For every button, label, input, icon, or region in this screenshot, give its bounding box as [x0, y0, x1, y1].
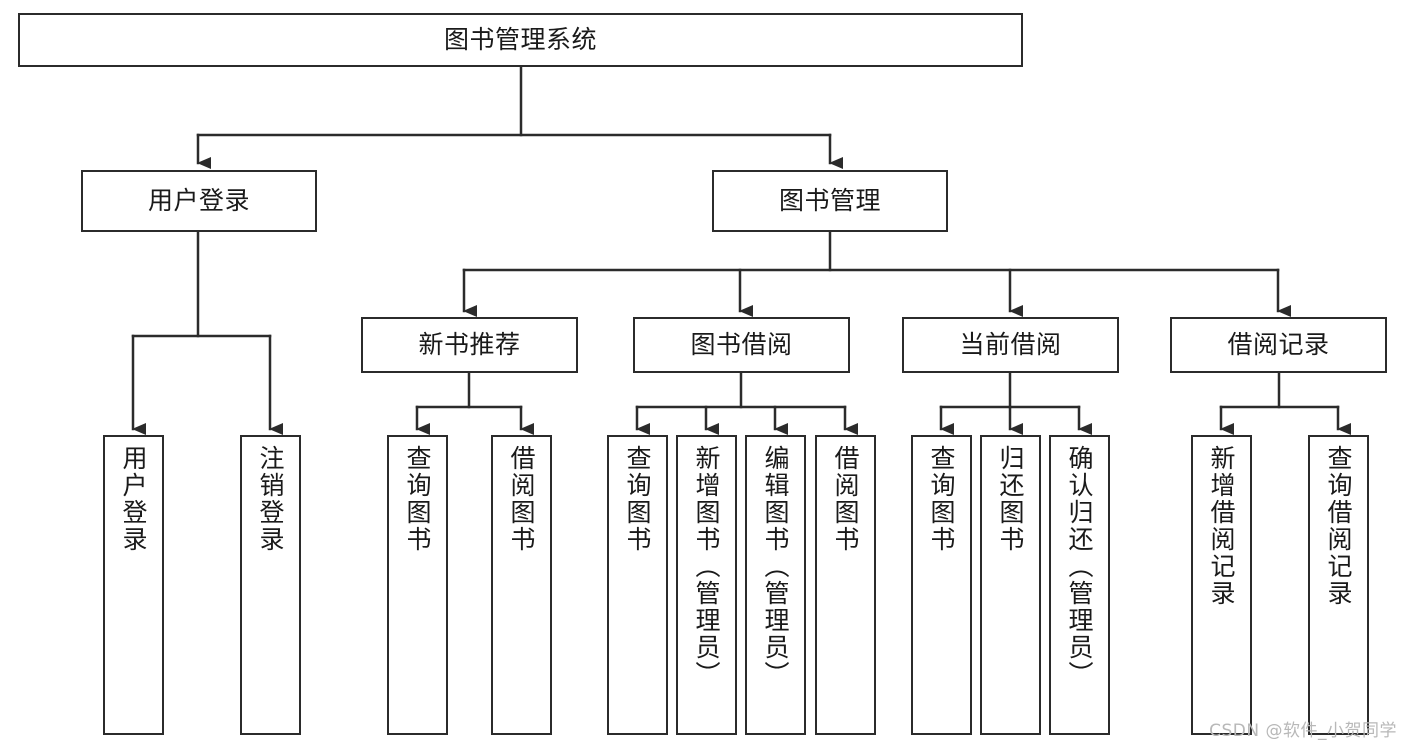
node-root-label: 图书管理系统 [443, 25, 597, 55]
leaf-current-query-book-label: 查询图书 [927, 445, 956, 553]
leaf-borrow-query-book[interactable]: 查询图书 [607, 435, 668, 735]
leaf-current-confirm-return-admin-label: 确认归还（管理员） [1065, 445, 1094, 688]
node-book-borrow[interactable]: 图书借阅 [633, 317, 850, 373]
node-new-book-recommend[interactable]: 新书推荐 [361, 317, 578, 373]
node-book-management-label: 图书管理 [778, 186, 881, 216]
node-book-management[interactable]: 图书管理 [712, 170, 948, 232]
leaf-newbook-borrow-book-label: 借阅图书 [507, 445, 536, 553]
leaf-newbook-query-book[interactable]: 查询图书 [387, 435, 448, 735]
node-current-borrow-label: 当前借阅 [959, 330, 1062, 360]
node-user-login-label: 用户登录 [147, 186, 250, 216]
leaf-current-query-book[interactable]: 查询图书 [911, 435, 972, 735]
leaf-records-add-record-label: 新增借阅记录 [1207, 445, 1236, 607]
node-current-borrow[interactable]: 当前借阅 [902, 317, 1119, 373]
leaf-current-return-book[interactable]: 归还图书 [980, 435, 1041, 735]
leaf-borrow-borrow-book[interactable]: 借阅图书 [815, 435, 876, 735]
leaf-user-login-logout[interactable]: 注销登录 [240, 435, 301, 735]
leaf-current-return-book-label: 归还图书 [996, 445, 1025, 553]
node-user-login[interactable]: 用户登录 [81, 170, 317, 232]
leaf-borrow-edit-book-admin-label: 编辑图书（管理员） [761, 445, 790, 688]
leaf-borrow-edit-book-admin[interactable]: 编辑图书（管理员） [745, 435, 806, 735]
node-root[interactable]: 图书管理系统 [18, 13, 1023, 67]
node-borrow-records-label: 借阅记录 [1227, 330, 1330, 360]
leaf-newbook-borrow-book[interactable]: 借阅图书 [491, 435, 552, 735]
leaf-borrow-add-book-admin-label: 新增图书（管理员） [692, 445, 721, 688]
leaf-records-add-record[interactable]: 新增借阅记录 [1191, 435, 1252, 735]
leaf-borrow-query-book-label: 查询图书 [623, 445, 652, 553]
leaf-records-query-record[interactable]: 查询借阅记录 [1308, 435, 1369, 735]
leaf-borrow-borrow-book-label: 借阅图书 [831, 445, 860, 553]
node-borrow-records[interactable]: 借阅记录 [1170, 317, 1387, 373]
leaf-user-login-login-label: 用户登录 [119, 445, 148, 553]
leaf-user-login-login[interactable]: 用户登录 [103, 435, 164, 735]
csdn-watermark: CSDN @软件_小贺同学 [1209, 721, 1397, 741]
node-book-borrow-label: 图书借阅 [690, 330, 793, 360]
leaf-user-login-logout-label: 注销登录 [256, 445, 285, 553]
leaf-newbook-query-book-label: 查询图书 [403, 445, 432, 553]
leaf-borrow-add-book-admin[interactable]: 新增图书（管理员） [676, 435, 737, 735]
node-new-book-recommend-label: 新书推荐 [418, 330, 521, 360]
leaf-current-confirm-return-admin[interactable]: 确认归还（管理员） [1049, 435, 1110, 735]
leaf-records-query-record-label: 查询借阅记录 [1324, 445, 1353, 607]
